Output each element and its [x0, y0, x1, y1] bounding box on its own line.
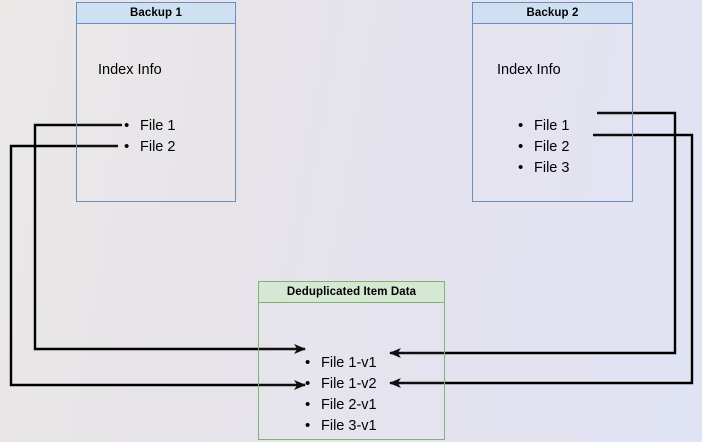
backup-2-box[interactable]: Backup 2 Index Info File 1 File 2 File 3: [472, 2, 633, 202]
backup-2-title: Backup 2: [472, 2, 633, 24]
backup-1-file-item[interactable]: File 2: [124, 136, 175, 158]
backup-2-index-info-label: Index Info: [497, 62, 561, 78]
deduplicated-item-data-box[interactable]: Deduplicated Item Data File 1-v1 File 1-…: [258, 281, 445, 440]
dedup-item[interactable]: File 1-v2: [305, 373, 377, 395]
backup-2-file-item[interactable]: File 2: [518, 136, 569, 158]
backup-2-file-item[interactable]: File 3: [518, 157, 569, 179]
backup-2-file-item[interactable]: File 1: [518, 115, 569, 137]
backup-1-box[interactable]: Backup 1 Index Info File 1 File 2: [76, 2, 236, 202]
backup-2-body: Index Info File 1 File 2 File 3: [472, 24, 633, 202]
deduplicated-item-data-title: Deduplicated Item Data: [258, 281, 445, 303]
backup-1-file-list: File 1 File 2: [124, 115, 175, 158]
backup-1-body: Index Info File 1 File 2: [76, 24, 236, 202]
dedup-item[interactable]: File 1-v1: [305, 352, 377, 374]
deduplicated-item-data-body: File 1-v1 File 1-v2 File 2-v1 File 3-v1: [258, 303, 445, 440]
backup-2-file-list: File 1 File 2 File 3: [518, 115, 569, 179]
backup-1-index-info-label: Index Info: [98, 62, 162, 78]
backup-1-title: Backup 1: [76, 2, 236, 24]
deduplicated-item-list: File 1-v1 File 1-v2 File 2-v1 File 3-v1: [305, 352, 377, 437]
dedup-item[interactable]: File 2-v1: [305, 394, 377, 416]
dedup-item[interactable]: File 3-v1: [305, 415, 377, 437]
backup-1-file-item[interactable]: File 1: [124, 115, 175, 137]
